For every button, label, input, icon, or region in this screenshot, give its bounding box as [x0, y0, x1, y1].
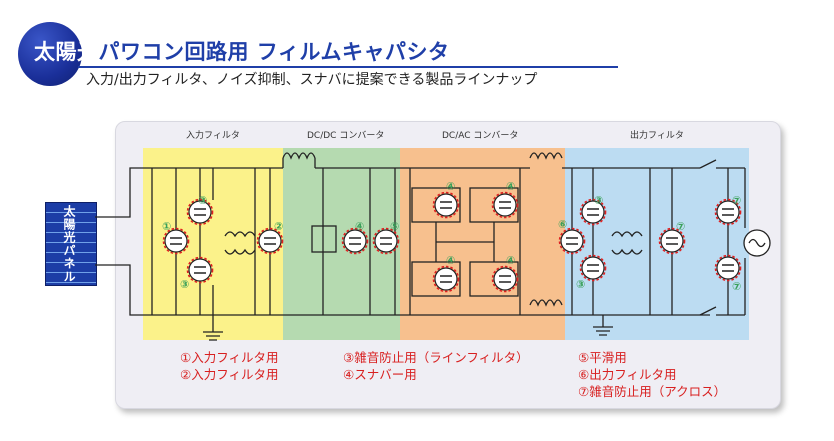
marker-4d: ④ [446, 254, 455, 267]
dcac-choke-bottom [529, 299, 563, 307]
capacitor-4d [434, 267, 458, 291]
capacitor-4a [343, 229, 367, 253]
capacitor-2 [258, 229, 282, 253]
capacitor-1 [164, 229, 188, 253]
marker-3c: ③ [594, 194, 603, 207]
marker-7c: ⑦ [732, 280, 741, 293]
dcac-midpoints [435, 222, 495, 262]
ground-symbol-right [593, 315, 613, 336]
input-transformer-bottom [224, 248, 256, 255]
page-title: 太陽光パワコン回路用 フィルムキャパシタ [34, 36, 449, 66]
capacitor-5 [374, 229, 398, 253]
ground-symbol-left [203, 331, 223, 341]
title-badge-circle [18, 22, 82, 86]
marker-2: ② [274, 220, 283, 233]
marker-7b: ⑦ [732, 194, 741, 207]
legend-item: ④スナバー用 [343, 367, 417, 382]
legend-item: ⑤平滑用 [578, 350, 627, 365]
wire-panel-top [95, 167, 143, 218]
marker-3b: ③ [180, 278, 189, 291]
marker-6: ⑥ [558, 218, 567, 231]
output-across-branches [727, 168, 746, 315]
dcac-rails [400, 167, 530, 315]
section-label-dcdc: DC/DC コンバータ [307, 131, 385, 141]
output-switch-bottom [699, 306, 745, 316]
input-transformer-top [224, 231, 256, 238]
dcdc-transistor [311, 225, 337, 253]
marker-4e: ④ [506, 254, 515, 267]
marker-4a: ④ [355, 220, 364, 233]
marker-7a: ⑦ [676, 220, 685, 233]
capacitor-7c [716, 256, 740, 280]
capacitor-3a [188, 200, 212, 224]
title-part2: パワコン回路用 フィルムキャパシタ [98, 40, 450, 64]
legend-item: ⑥出力フィルタ用 [578, 367, 677, 382]
section-label-input-filter: 入力フィルタ [186, 131, 240, 141]
title-underline [78, 66, 618, 68]
title-part1: 太陽光 [34, 40, 99, 64]
capacitor-4e [493, 267, 517, 291]
output-transformer-top [611, 231, 643, 238]
capacitor-4b [434, 193, 458, 217]
marker-1: ① [162, 220, 171, 233]
section-label-output-filter: 出力フィルタ [630, 131, 684, 141]
legend-col3: ⑤平滑用 ⑥出力フィルタ用 ⑦雑音防止用（アクロス） [578, 349, 726, 400]
zone-output-filter [565, 148, 749, 340]
zone-dcac-converter [400, 148, 565, 340]
capacitor-3d [581, 256, 605, 280]
legend-item: ①入力フィルタ用 [180, 350, 279, 365]
legend-item: ⑦雑音防止用（アクロス） [578, 384, 727, 399]
marker-4c: ④ [506, 180, 515, 193]
header: 太陽光パワコン回路用 フィルムキャパシタ [18, 22, 618, 92]
capacitor-4c [493, 193, 517, 217]
legend-item: ③雑音防止用（ラインフィルタ） [343, 350, 529, 365]
legend-col2: ③雑音防止用（ラインフィルタ） ④スナバー用 [343, 349, 529, 383]
marker-5: ⑤ [390, 220, 399, 233]
legend-item: ②入力フィルタ用 [180, 367, 279, 382]
solar-panel-label: 太陽光パネル [62, 205, 76, 283]
dcac-choke-top [529, 152, 563, 160]
capacitor-7a [660, 229, 684, 253]
solar-panel [45, 202, 97, 286]
capacitor-6 [560, 229, 584, 253]
marker-3d: ③ [576, 278, 585, 291]
capacitor-7b [716, 200, 740, 224]
marker-3a: ③ [198, 194, 207, 207]
legend-col1: ①入力フィルタ用 ②入力フィルタ用 [180, 349, 278, 383]
output-transformer-bottom [611, 248, 643, 255]
marker-4b: ④ [446, 180, 455, 193]
dcdc-choke-coil [282, 152, 316, 160]
wire-panel-bottom [95, 264, 143, 316]
section-label-dcac: DC/AC コンバータ [442, 131, 519, 141]
output-switch-top [699, 159, 745, 169]
output-filter-branches [571, 168, 673, 315]
capacitor-3c [581, 200, 605, 224]
page-subtitle: 入力/出力フィルタ、ノイズ抑制、スナバに提案できる製品ラインナップ [86, 72, 538, 88]
capacitor-3b [188, 258, 212, 282]
